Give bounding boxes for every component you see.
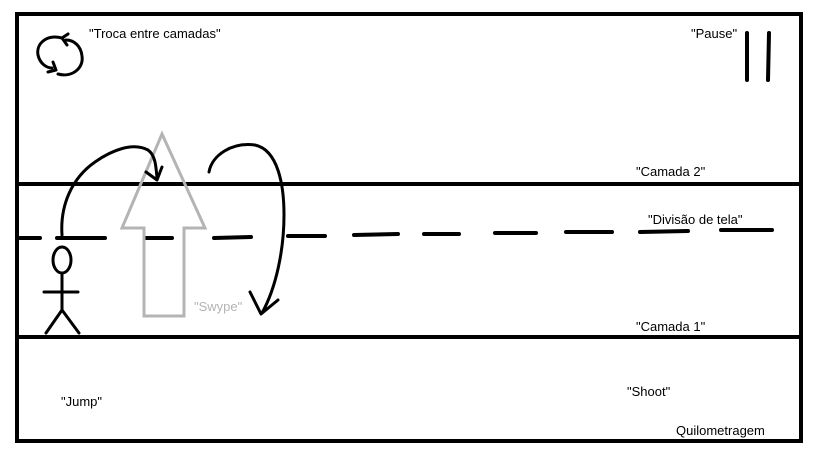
screen-division-line bbox=[18, 228, 774, 240]
jump-trajectory-arrow bbox=[60, 145, 164, 237]
up-arrow-icon bbox=[119, 130, 208, 318]
screen-frame bbox=[15, 12, 803, 443]
fall-trajectory-arrow bbox=[207, 143, 286, 316]
layer-2-label: "Camada 2" bbox=[636, 164, 706, 179]
screen-division-label: "Divisão de tela" bbox=[648, 212, 743, 227]
pause-icon[interactable] bbox=[745, 31, 771, 82]
layer-1-label: "Camada 1" bbox=[636, 319, 706, 334]
pause-label: "Pause" bbox=[691, 26, 738, 41]
shoot-button-label[interactable]: "Shoot" bbox=[627, 384, 671, 399]
layer-switch-label: "Troca entre camadas" bbox=[89, 26, 221, 41]
cycle-arrows-icon[interactable] bbox=[36, 32, 84, 77]
swipe-label: "Swype" bbox=[194, 299, 243, 314]
jump-button-label[interactable]: "Jump" bbox=[61, 394, 103, 409]
distance-label: Quilometragem bbox=[676, 423, 765, 438]
stick-figure-icon bbox=[42, 245, 81, 335]
